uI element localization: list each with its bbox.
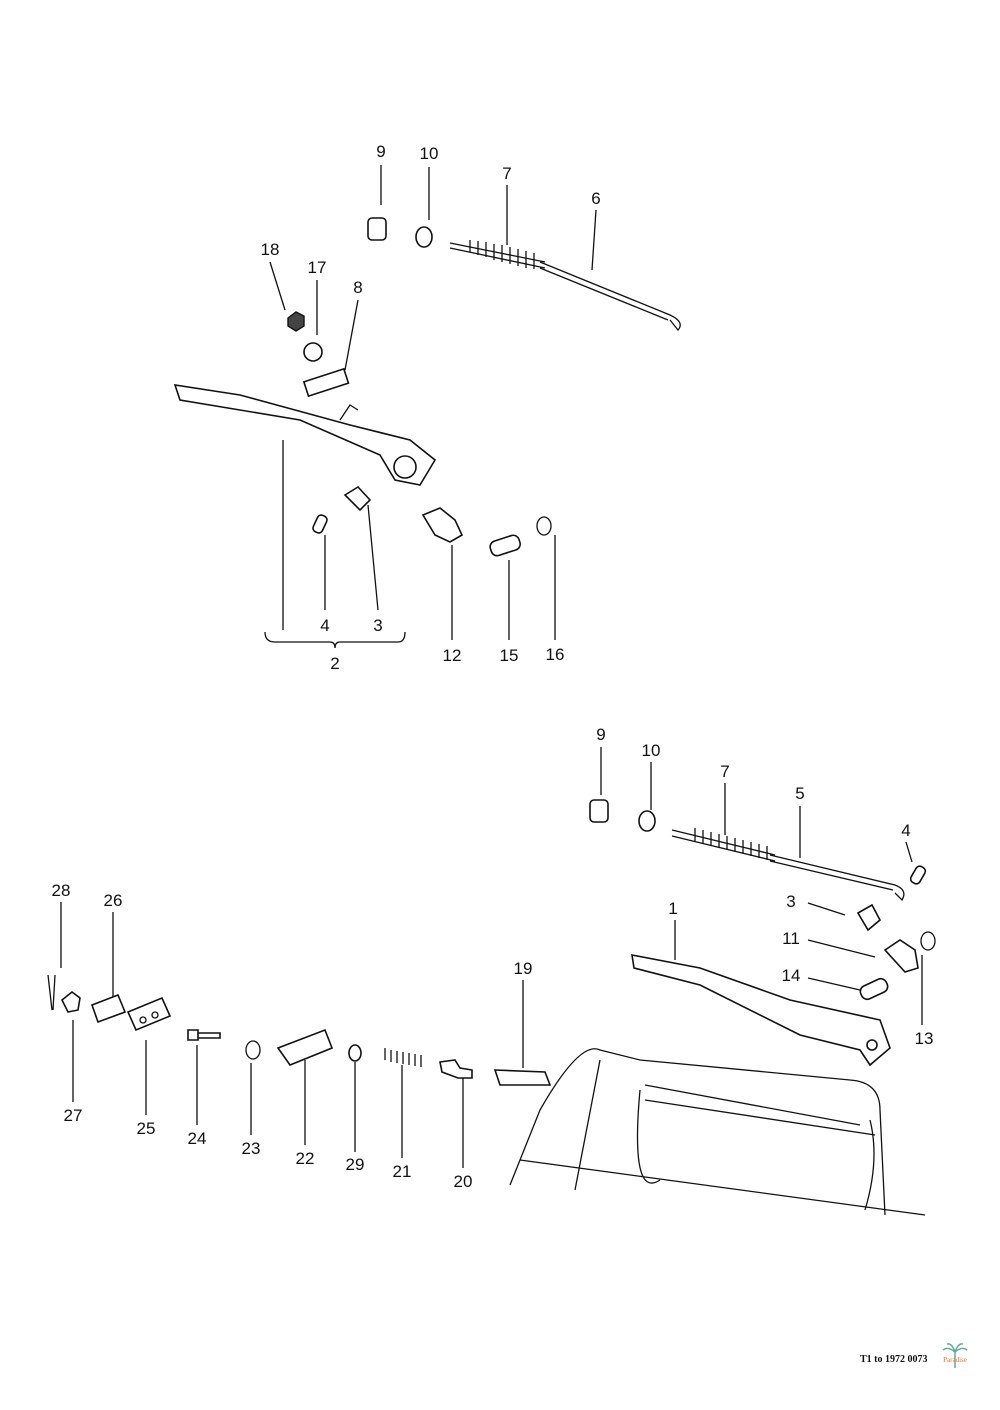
label-21: 21 [393,1162,412,1181]
label-4b: 4 [901,821,910,840]
bushing-9b [589,799,609,823]
bracket-26 [90,993,127,1024]
paradise-logo-icon: Paradise [942,1343,968,1368]
label-20: 20 [454,1172,473,1191]
label-25: 25 [137,1119,156,1138]
bolt-24 [187,1029,221,1041]
ratchet-segment-11 [883,939,919,973]
plate-8 [302,367,350,398]
label-2: 2 [330,654,339,673]
rod-6 [539,261,681,332]
label-12: 12 [443,646,462,665]
label-26: 26 [104,891,123,910]
spring-rod-7b [671,829,776,862]
bushing-9 [367,217,387,241]
bottom-assembly: 9 10 7 5 4 3 11 14 1 13 19 28 26 27 25 2… [47,725,936,1216]
label-9: 9 [376,142,385,161]
label-10b: 10 [642,741,661,760]
pawl-3b [856,903,882,932]
label-11: 11 [782,929,800,948]
circlip-16 [536,516,552,536]
label-10: 10 [420,144,439,163]
hand-brake-lever-1 [631,954,891,1067]
label-18: 18 [261,240,280,259]
label-4: 4 [320,616,329,635]
cotter-pin-28 [47,974,56,1011]
tunnel-outline [509,1048,926,1216]
label-8: 8 [353,278,362,297]
spring-21 [384,1048,422,1067]
pawl-3 [343,485,372,512]
circlip-13 [920,931,936,951]
svg-text:Paradise: Paradise [943,1356,967,1364]
nut-17 [303,342,323,362]
washer-10b [638,810,656,832]
pin-14 [859,977,889,1001]
label-22: 22 [296,1149,315,1168]
washer-10 [415,226,433,248]
pin-4b [909,865,927,885]
label-1: 1 [668,899,677,918]
label-17: 17 [308,258,327,277]
label-19: 19 [514,959,533,978]
hand-brake-lever-2 [173,384,437,486]
cable-19 [493,1069,552,1086]
label-3: 3 [373,616,382,635]
top-assembly: 9 10 7 6 18 17 8 4 3 2 12 15 16 [173,142,681,673]
label-29: 29 [346,1155,365,1174]
catalog-reference-caption: T1 to 1972 0073 [860,1354,928,1365]
plate-25 [126,996,172,1032]
label-6: 6 [591,189,600,208]
nut-18 [287,311,305,332]
label-9b: 9 [596,725,605,744]
label-13: 13 [915,1029,934,1048]
label-16: 16 [546,645,565,664]
ratchet-segment-12 [421,507,464,543]
label-24: 24 [188,1129,207,1148]
pin-4 [312,514,328,534]
spring-washer-23 [245,1040,261,1060]
label-23: 23 [242,1139,261,1158]
label-15: 15 [500,646,519,665]
label-28: 28 [52,881,71,900]
label-14: 14 [782,966,801,985]
label-27: 27 [64,1106,83,1125]
bracket-22 [276,1028,334,1066]
label-5: 5 [795,784,804,803]
pin-15 [489,534,521,557]
label-3b: 3 [786,892,795,911]
adjuster-20 [439,1059,473,1079]
label-7b: 7 [720,762,729,781]
washer-29 [348,1044,362,1062]
spring-rod-7 [449,242,546,269]
rod-5 [769,854,905,902]
label-7: 7 [502,164,511,183]
washer-27 [60,990,81,1013]
